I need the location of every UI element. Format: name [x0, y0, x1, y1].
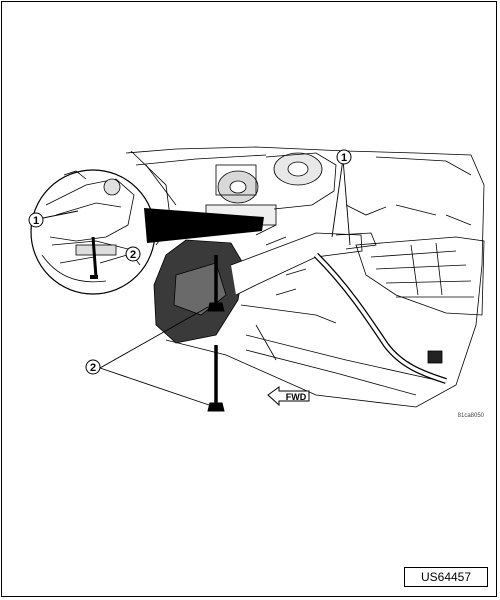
fwd-arrow: FWD	[267, 386, 310, 407]
callout-2-main: 2	[85, 359, 101, 375]
svg-text:1: 1	[33, 215, 39, 227]
image-ref-code: 81ca8050	[458, 413, 485, 419]
leader-lines	[42, 158, 351, 406]
callout-1-main: 1	[336, 149, 352, 165]
svg-text:2: 2	[90, 362, 96, 374]
detail-inset	[30, 169, 156, 295]
underbody-drawing	[125, 146, 485, 408]
svg-text:FWD: FWD	[286, 392, 307, 402]
callout-1-inset: 1	[28, 212, 44, 228]
callout-2-inset: 2	[125, 246, 141, 262]
exploded-view-figure: 1 2 1 2 FWD 81ca8050	[16, 145, 486, 423]
svg-text:1: 1	[341, 152, 347, 164]
figure-svg: 1 2 1 2 FWD 81ca8050	[28, 146, 485, 419]
document-code-box: US64457	[404, 567, 488, 587]
bolts	[207, 255, 225, 412]
magnification-wedge	[144, 208, 264, 243]
svg-text:2: 2	[130, 249, 136, 261]
